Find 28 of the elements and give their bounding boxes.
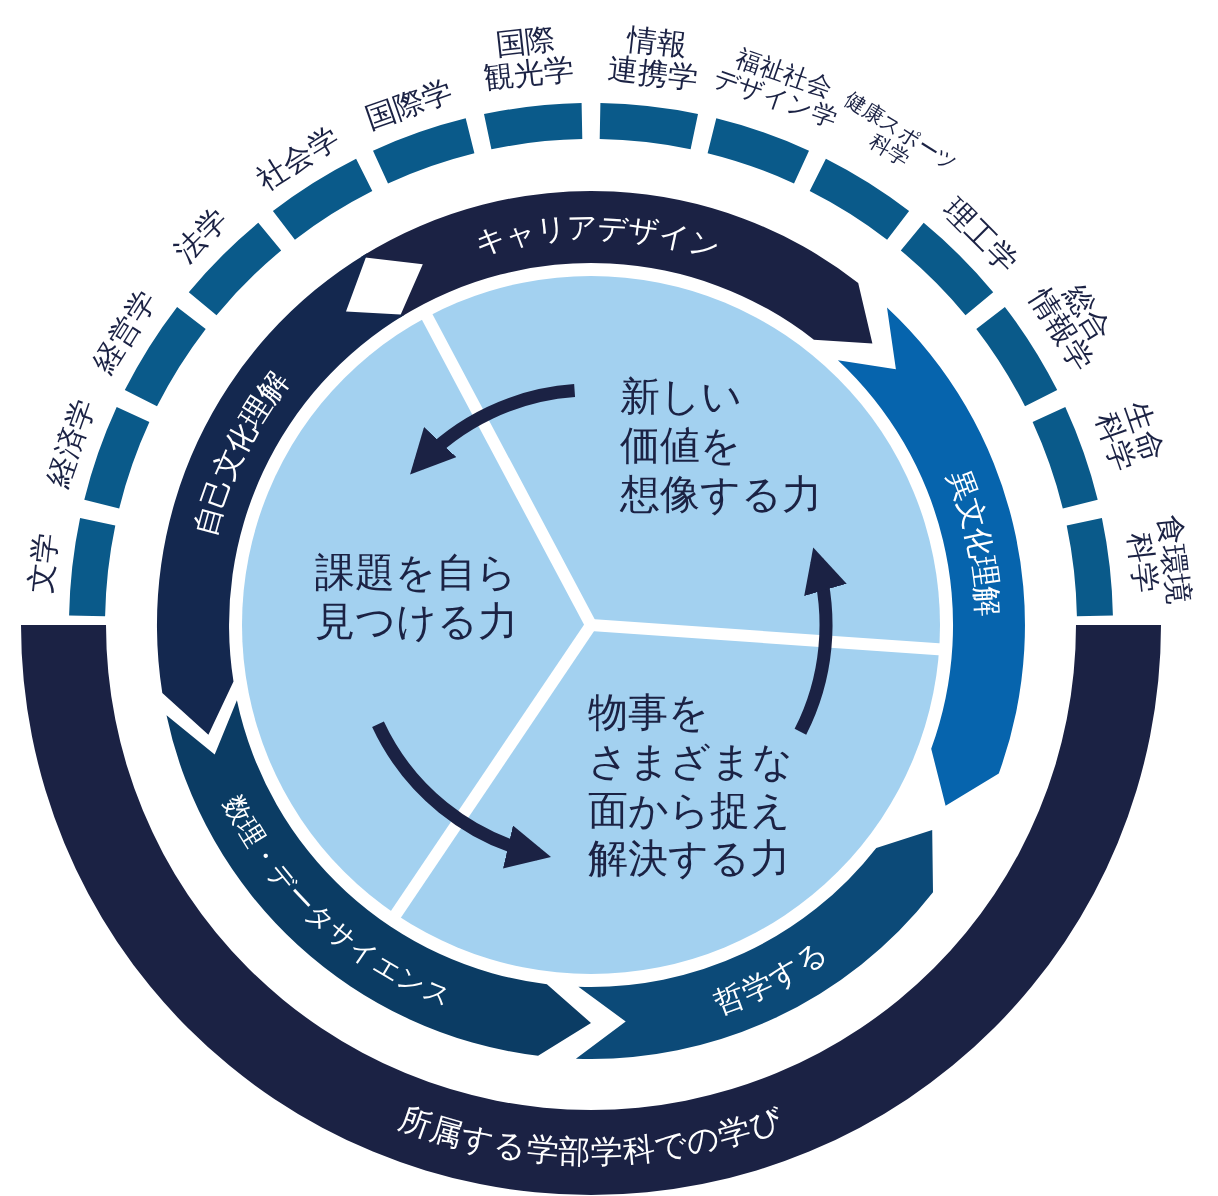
sector-text: 物事をさまざまな面から捉え解決する力 [534,688,809,884]
band-label: 所属する学部学科での学び [394,1098,788,1172]
faculty-label: 文学 [21,531,64,595]
faculty-label: 食環境科学 [1123,512,1198,606]
arrow-band [837,307,1025,806]
faculty-label: 総合情報学 [1023,277,1120,377]
faculty-label: 国際学 [360,72,457,136]
sector-text: 課題を自ら見つける力 [315,464,518,764]
curved-arrow [409,384,576,474]
band-label: 哲学する [709,933,834,1020]
faculty-label: 経営学 [84,283,163,379]
faculty-label: 情報連携学 [606,20,700,95]
curved-arrow [794,547,846,735]
faculty-label: 健康スポーツ科学 [840,86,963,176]
faculty-label: 法学 [167,201,235,269]
faculty-label: 生命科学 [1089,396,1173,476]
arrow-band [575,830,933,1059]
sector-text: 新しい価値を想像する力 [572,372,822,567]
faculty-label: 社会学 [249,118,345,197]
band-label: 数理・データサイエンス [218,790,457,1013]
curved-arrow [372,721,551,867]
band-label: 自己文化理解 [186,364,296,540]
faculty-label: 福祉社会デザイン学 [709,42,842,133]
faculty-label: 経済学 [38,394,102,491]
faculty-label: 国際観光学 [482,20,576,95]
band-label: キャリアデザイン [471,209,725,265]
band-label: 異文化理解 [941,464,1007,618]
faculty-label: 理工学 [937,190,1026,279]
